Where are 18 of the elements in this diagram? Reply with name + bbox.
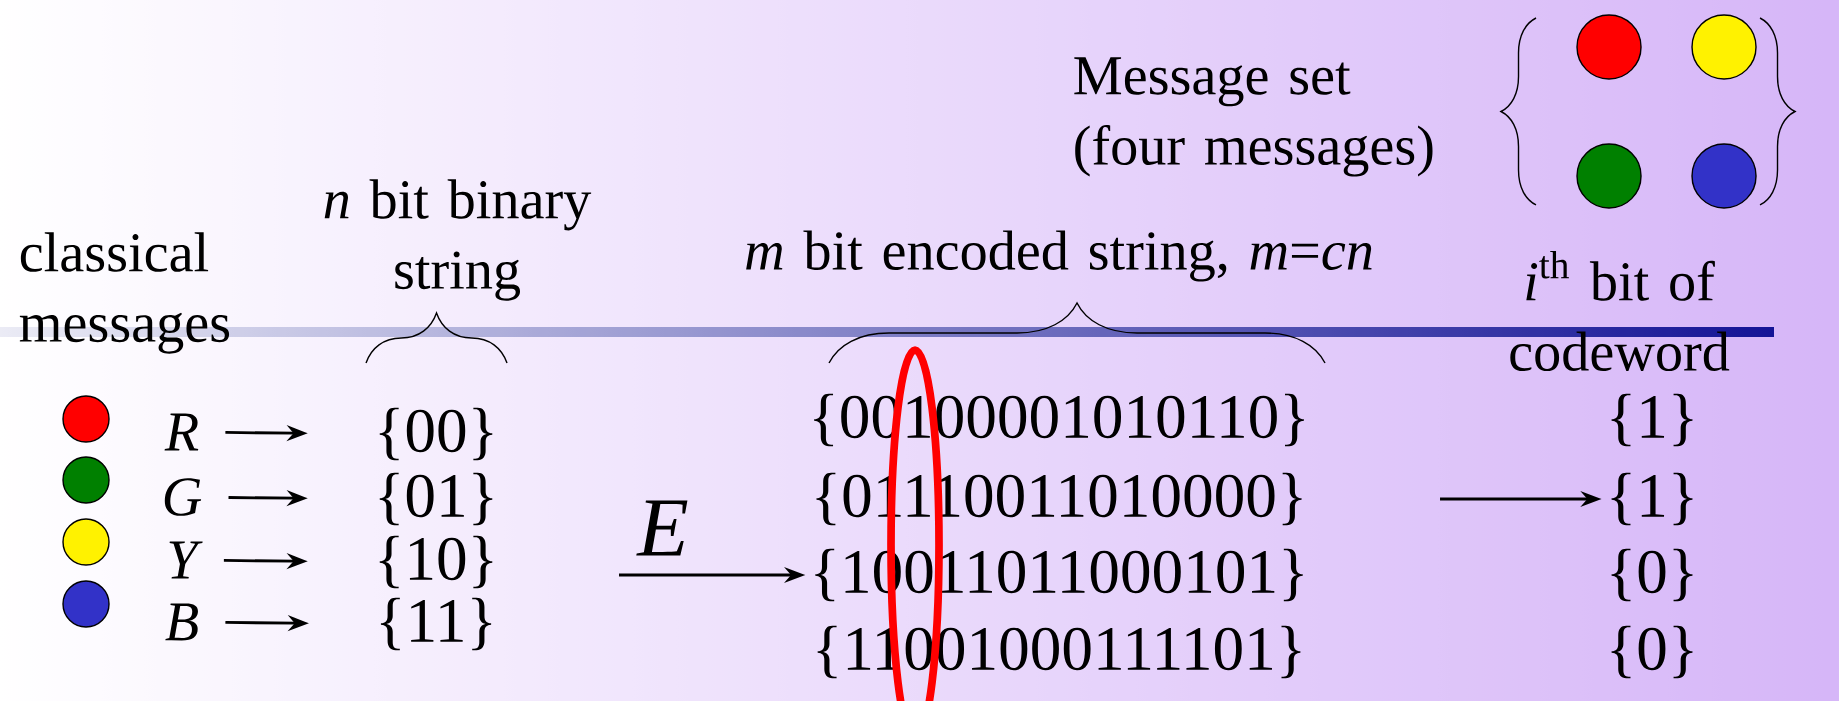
label-text: n bit binary string [324, 179, 592, 301]
bit-string: {11} [380, 597, 492, 651]
bit-string: {1} [1611, 472, 1693, 526]
message-letter: B [165, 603, 198, 641]
message-letter: Y [169, 541, 203, 579]
label-text: classical messages [19, 232, 230, 354]
bit-string: {01} [379, 472, 493, 526]
label-text: i$^{th}$ bit of codeword [1510, 250, 1730, 372]
label-text: m bit encoded string, m=cn [746, 230, 1372, 282]
message-letter: G [164, 478, 202, 516]
bit-string: {0} [1611, 548, 1693, 602]
bit-string: {10} [379, 535, 493, 589]
bit-string: {00} [379, 407, 493, 461]
label-text: Message set (four messages) [1074, 57, 1433, 177]
edge-label: E [636, 500, 688, 556]
bit-string: {0} [1611, 625, 1693, 679]
bit-string: {1} [1611, 393, 1693, 447]
message-letter: R [164, 413, 199, 451]
